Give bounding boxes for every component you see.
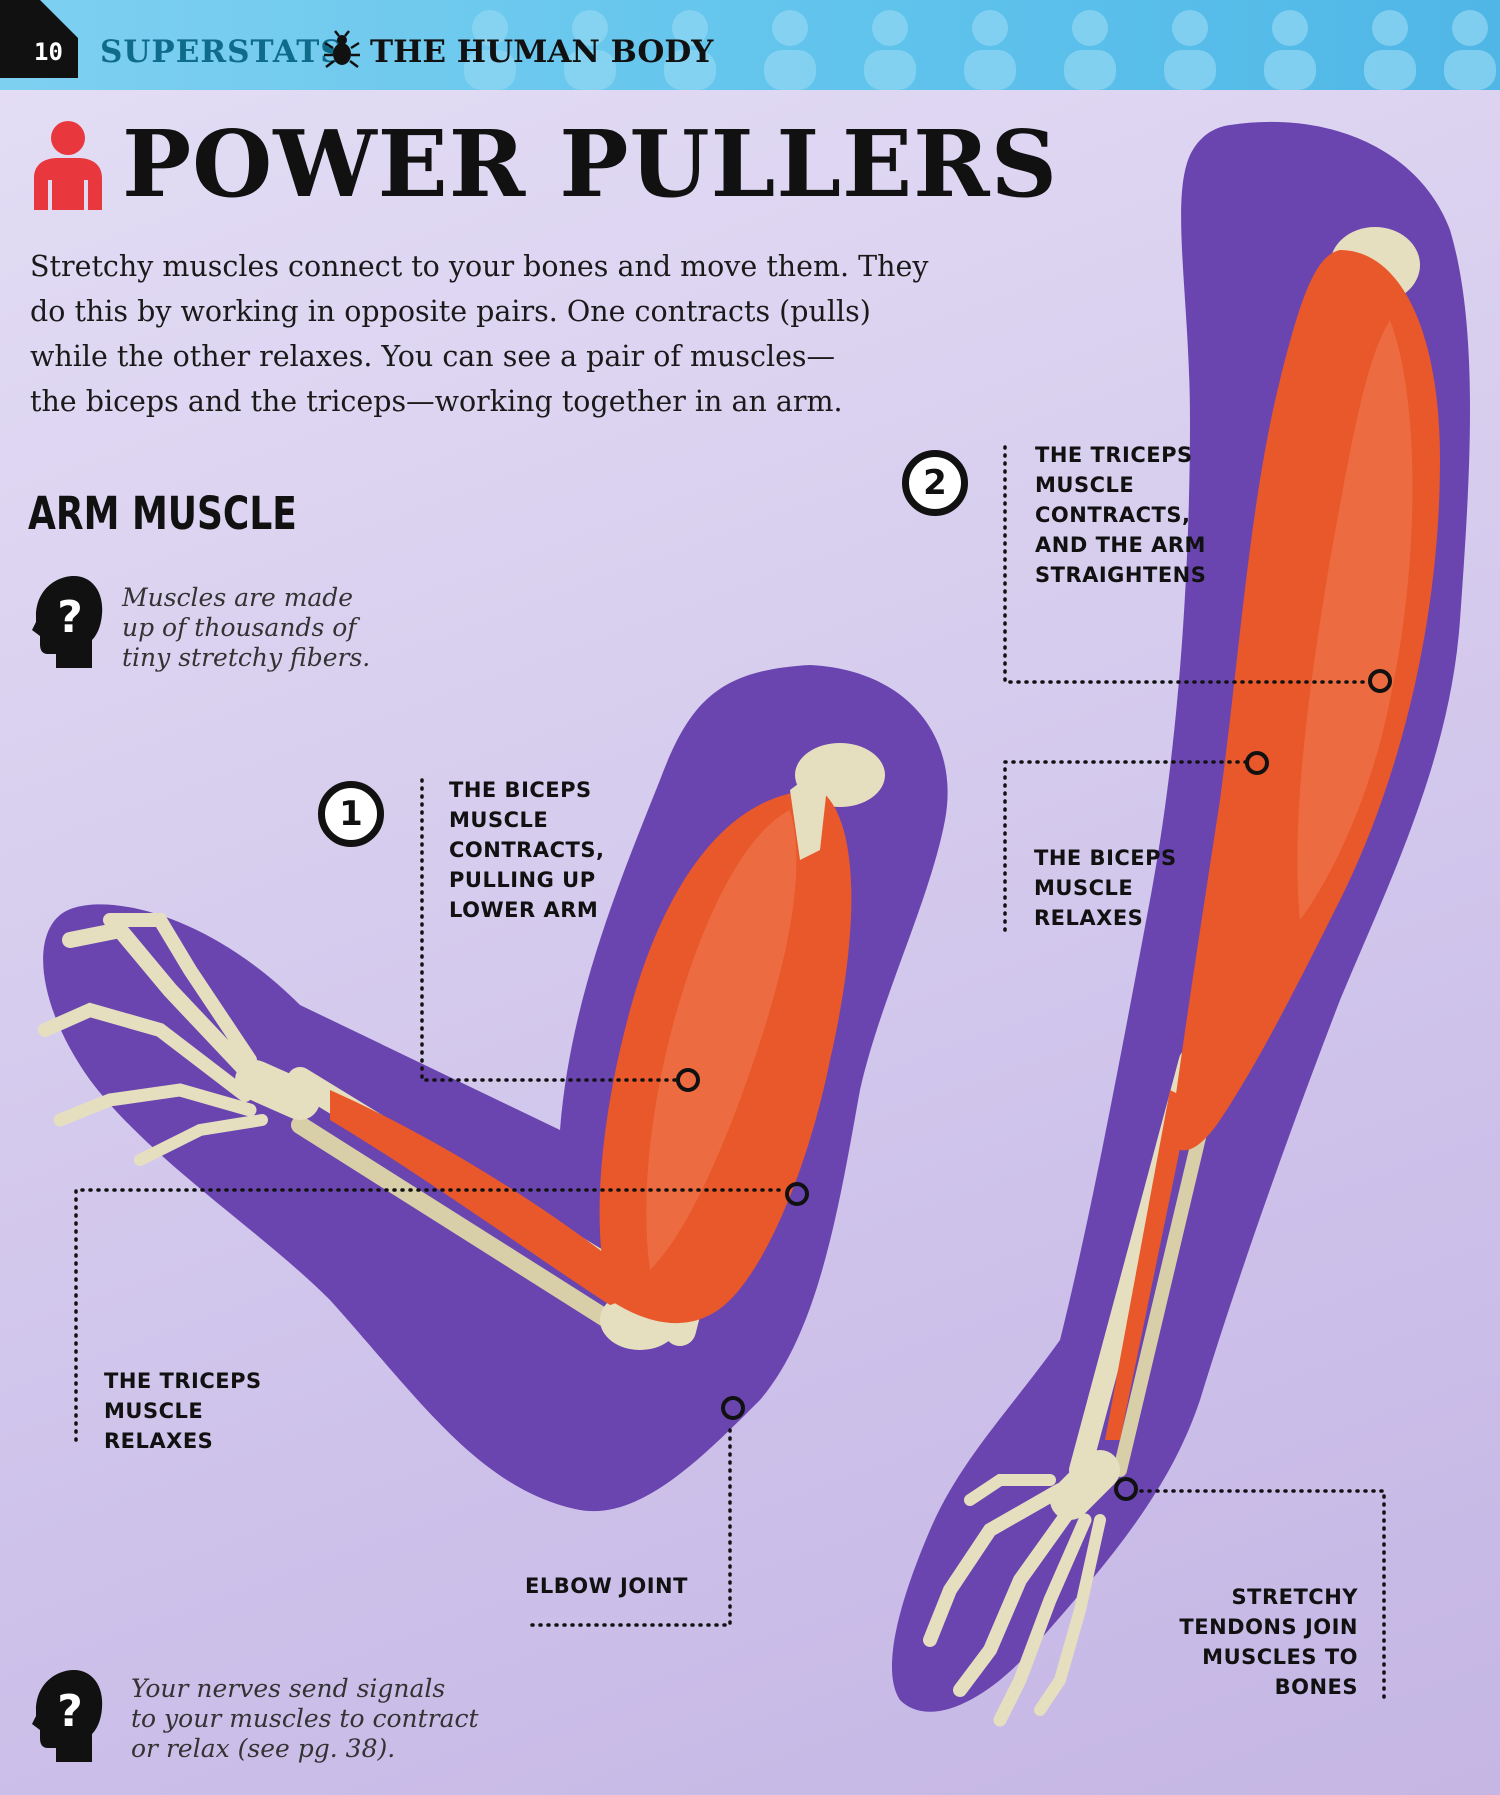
page-title: POWER PULLERS — [122, 110, 1059, 218]
label-line: MUSCLES TO BONES — [1202, 1645, 1358, 1699]
leader-lines — [74, 445, 1386, 1702]
label-line: RELAXES — [1034, 906, 1144, 930]
header-figures-pattern — [464, 10, 1496, 90]
label-line: THE TRICEPS — [104, 1369, 262, 1393]
straight-arm-muscle — [1105, 250, 1440, 1440]
label-line: MUSCLE — [104, 1399, 204, 1423]
straight-arm-hand — [923, 1450, 1120, 1727]
label-elbow-joint: ELBOW JOINT — [525, 1574, 688, 1598]
svg-text:?: ? — [57, 1686, 83, 1737]
label-line: THE TRICEPS — [1035, 443, 1193, 467]
subheading: ARM MUSCLE — [28, 487, 297, 540]
label-line: MUSCLE — [449, 808, 549, 832]
fact-line: Muscles are made — [122, 583, 354, 612]
intro-line: the biceps and the triceps—working toget… — [30, 385, 843, 418]
section-title: THE HUMAN BODY — [370, 34, 714, 70]
fact-muscle-fibers: Muscles are made up of thousands of tiny… — [122, 583, 370, 673]
label-biceps-contracts: THE BICEPS MUSCLE CONTRACTS, PULLING UP … — [449, 775, 604, 925]
label-line: THE BICEPS — [1034, 846, 1177, 870]
label-line: STRAIGHTENS — [1035, 563, 1207, 587]
label-line: TENDONS JOIN — [1179, 1615, 1358, 1639]
intro-line: Stretchy muscles connect to your bones a… — [30, 250, 929, 283]
page-header: 10 SUPERSTATS THE HUMAN BODY — [0, 0, 1500, 90]
label-line: AND THE ARM — [1035, 533, 1206, 557]
label-line: PULLING UP — [449, 868, 596, 892]
label-triceps-contracts: THE TRICEPS MUSCLE CONTRACTS, AND THE AR… — [1035, 440, 1206, 590]
label-biceps-relaxes: THE BICEPS MUSCLE RELAXES — [1034, 843, 1177, 933]
bug-icon — [324, 30, 360, 68]
fact-line: to your muscles to contract — [131, 1704, 479, 1733]
fact-line: or relax (see pg. 38). — [131, 1734, 396, 1763]
person-icon — [34, 121, 102, 210]
leader-endpoints — [676, 669, 1392, 1501]
label-stretchy-tendons: STRETCHY TENDONS JOIN MUSCLES TO BONES — [1120, 1582, 1358, 1702]
fact-line: Your nerves send signals — [131, 1674, 446, 1703]
fact-line: tiny stretchy fibers. — [122, 643, 371, 672]
step-2-badge: 2 — [902, 450, 968, 516]
label-line: STRETCHY — [1231, 1585, 1358, 1609]
label-line: RELAXES — [104, 1429, 214, 1453]
label-triceps-relaxes: THE TRICEPS MUSCLE RELAXES — [104, 1366, 262, 1456]
question-head-icon: ? — [32, 576, 103, 668]
intro-paragraph: Stretchy muscles connect to your bones a… — [30, 244, 990, 424]
fact-line: up of thousands of — [122, 613, 357, 642]
fact-nerve-signals: Your nerves send signals to your muscles… — [131, 1674, 479, 1764]
bent-arm-hand — [38, 913, 320, 1166]
label-line: MUSCLE — [1035, 473, 1135, 497]
label-line: MUSCLE — [1034, 876, 1134, 900]
question-head-icon: ? — [32, 1670, 103, 1762]
label-line: THE BICEPS — [449, 778, 592, 802]
label-line: CONTRACTS, — [1035, 503, 1191, 527]
step-1-badge: 1 — [318, 781, 384, 847]
svg-text:?: ? — [57, 592, 83, 643]
label-line: LOWER ARM — [449, 898, 599, 922]
intro-line: do this by working in opposite pairs. On… — [30, 295, 871, 328]
intro-line: while the other relaxes. You can see a p… — [30, 340, 836, 373]
series-title: SUPERSTATS — [100, 34, 344, 70]
label-line: CONTRACTS, — [449, 838, 605, 862]
page-number: 10 — [34, 38, 63, 66]
